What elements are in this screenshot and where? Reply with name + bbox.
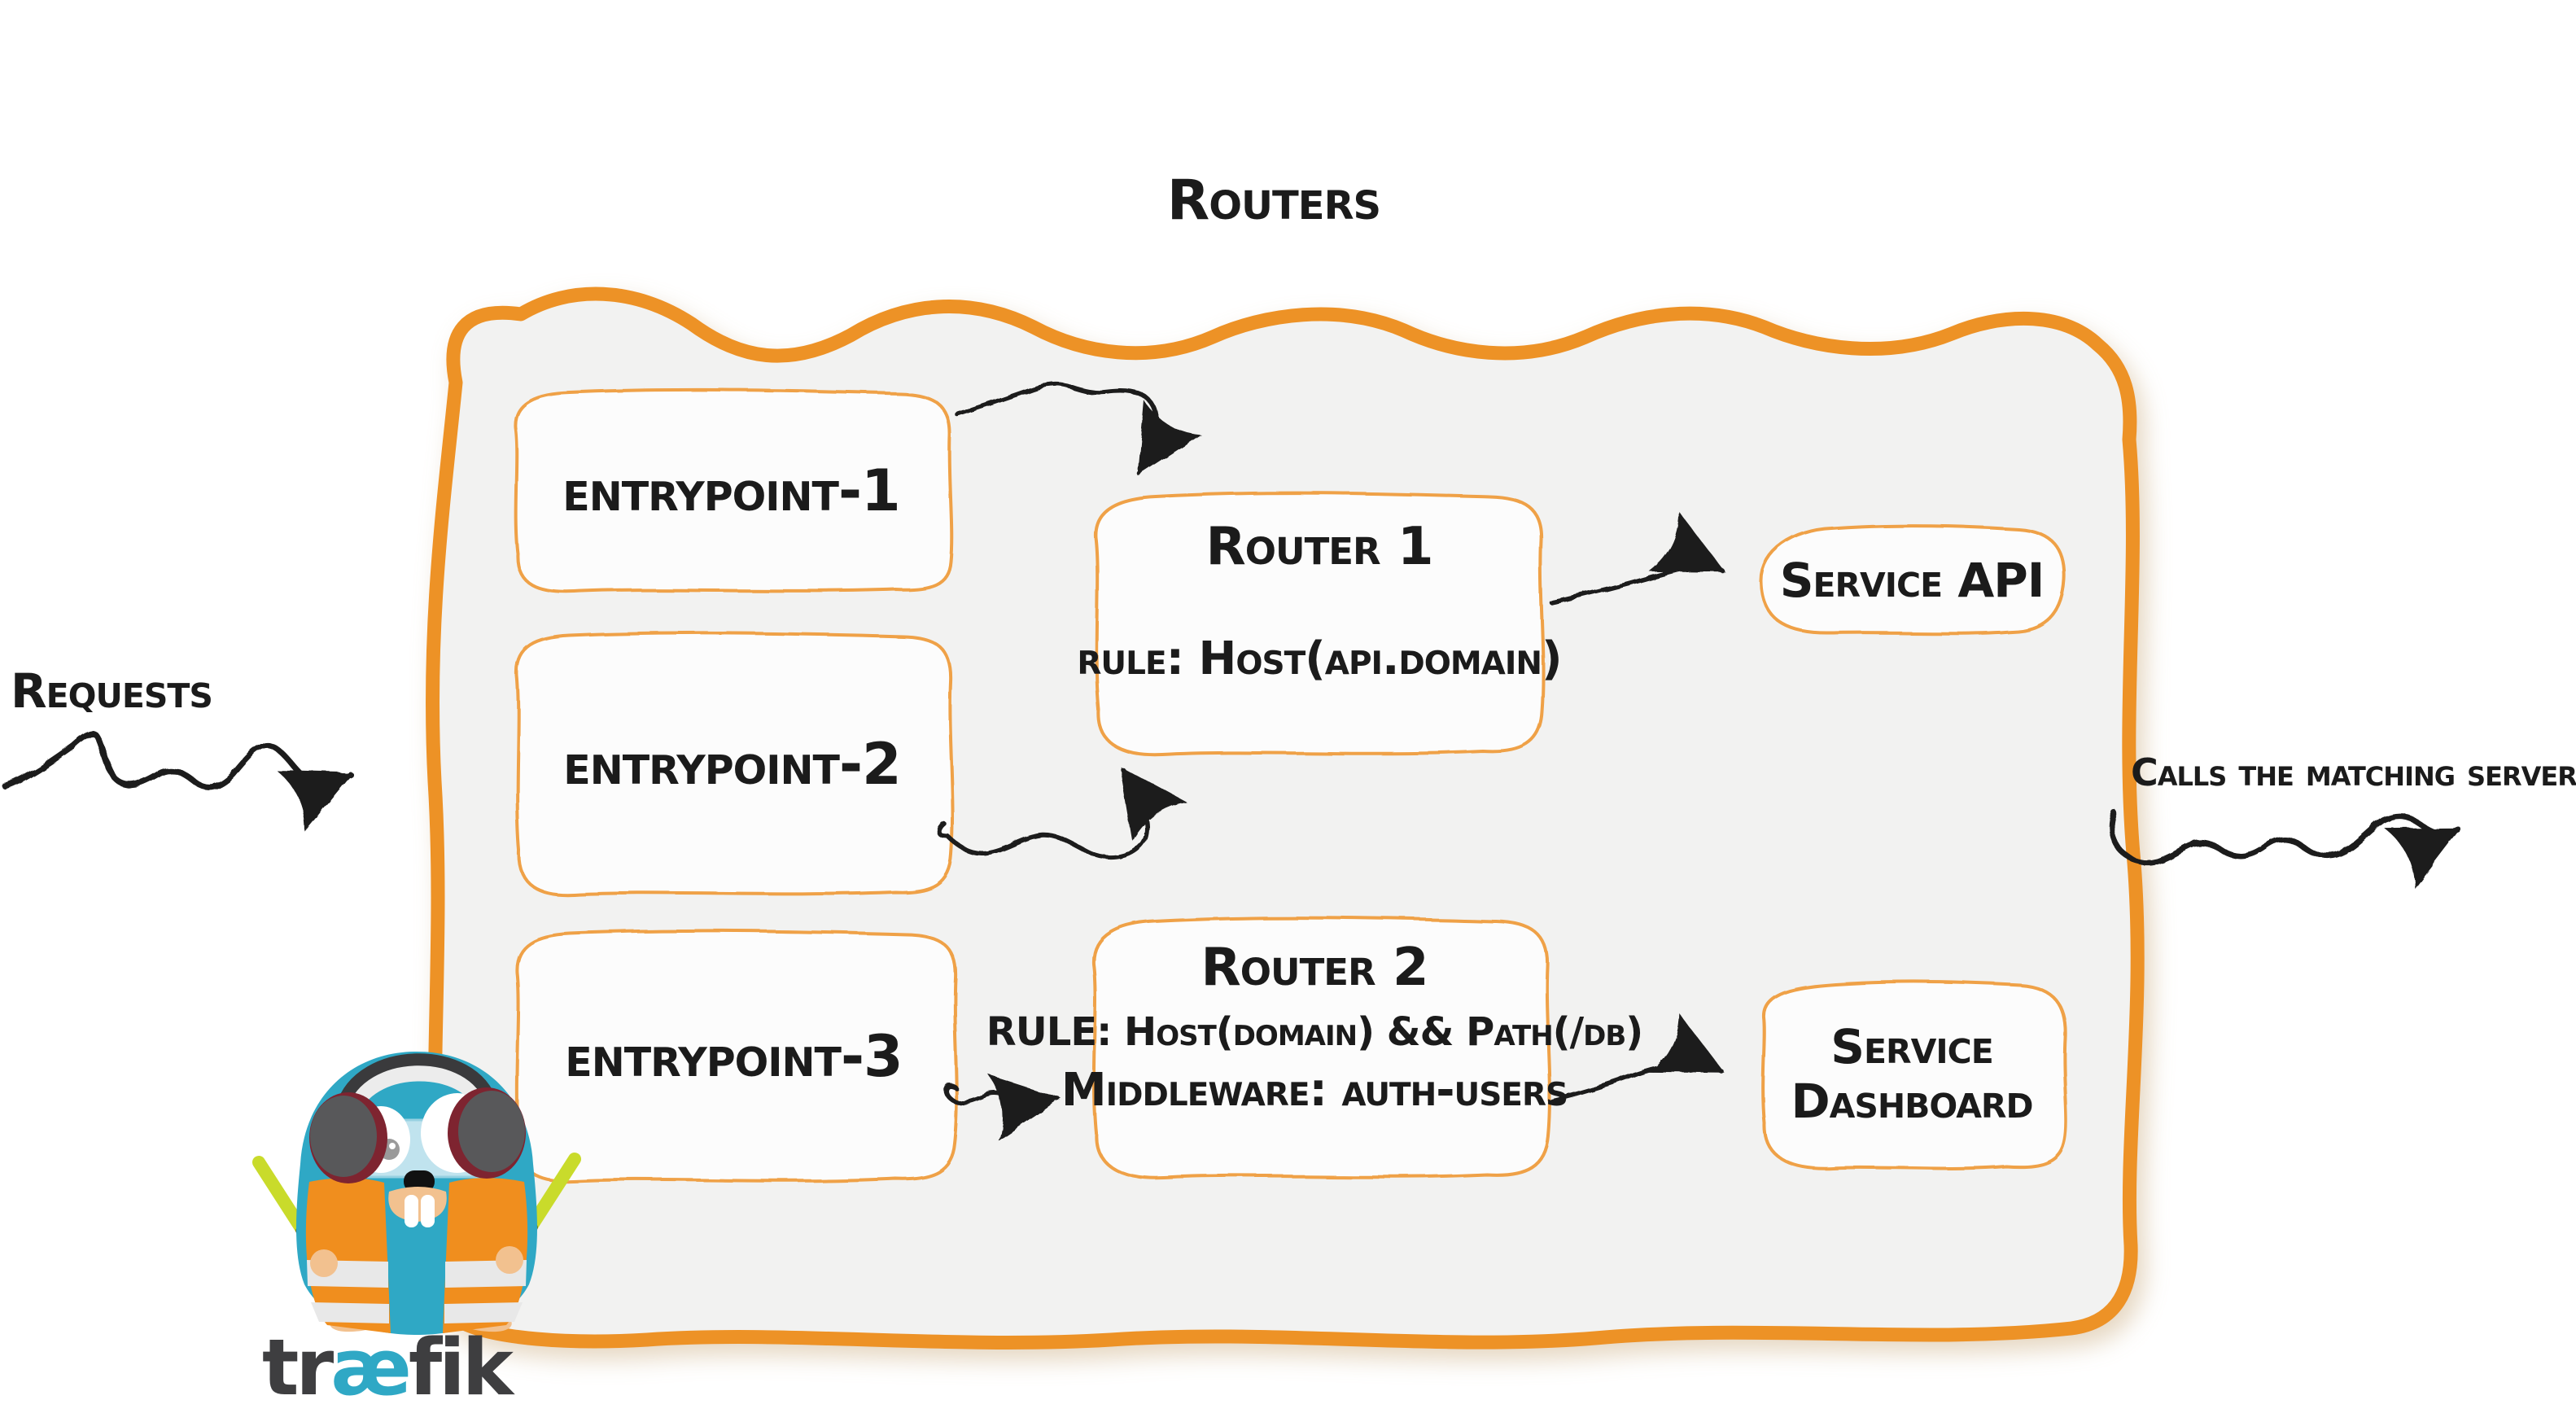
arrows xyxy=(2,382,2461,1141)
calls-label: Calls the matching server xyxy=(2131,750,2576,794)
entrypoint-2-box xyxy=(514,631,955,897)
router-2-box xyxy=(1091,916,1551,1180)
entrypoint-3-label: entrypoint-3 xyxy=(565,1022,903,1090)
service-dashboard-line-1: Service xyxy=(1830,1019,1993,1075)
gopher-hand-left xyxy=(310,1249,338,1277)
arrow-entrypoint-2-to-router-1 xyxy=(935,765,1187,860)
service-dashboard-line-2: Dashboard xyxy=(1791,1074,2033,1129)
diagram-title: Routers xyxy=(1166,168,1381,234)
service-api-box xyxy=(1759,523,2066,636)
service-dashboard-label: Service Dashboard xyxy=(1758,981,2066,1168)
router-1-box xyxy=(1093,491,1546,757)
requests-label: Requests xyxy=(11,663,213,720)
safety-vest xyxy=(305,1178,528,1333)
service-api-label: Service API xyxy=(1779,552,2045,608)
node-boxes xyxy=(513,387,2068,1183)
arrow-entrypoint-3-to-router-2 xyxy=(943,1074,1061,1141)
requests-arrow xyxy=(2,731,353,832)
calls-arrow xyxy=(2108,809,2461,889)
arrow-router-1-to-service-api xyxy=(1549,511,1725,605)
wordmark-fik: fik xyxy=(408,1323,514,1413)
gopher-muzzle xyxy=(388,1170,447,1227)
router-1-title: Router 1 xyxy=(1205,516,1434,577)
ear-defenders xyxy=(309,1053,526,1183)
entrypoint-1-box xyxy=(513,387,954,594)
router-2-middleware: Middleware: auth-users xyxy=(1061,1063,1568,1117)
arrow-router-2-to-service-dashboard xyxy=(1549,1013,1725,1103)
traefik-logo xyxy=(252,1052,581,1335)
entrypoint-3-box xyxy=(514,929,959,1183)
router-2-title: Router 2 xyxy=(1201,938,1429,999)
service-dashboard-box xyxy=(1761,979,2068,1170)
entrypoint-1-label: entrypoint-1 xyxy=(562,457,900,524)
entrypoint-2-label: entrypoint-2 xyxy=(563,731,901,798)
wordmark-tr: tr xyxy=(262,1323,334,1413)
gopher-hand-right xyxy=(496,1246,523,1274)
router-2-rule: RULE: Host(domain) && Path(/db) xyxy=(986,1009,1643,1056)
wordmark-ae: æ xyxy=(330,1323,412,1413)
arrow-entrypoint-1-to-router-1 xyxy=(955,382,1202,477)
router-1-rule: rule: Host(api.domain) xyxy=(1077,632,1562,686)
